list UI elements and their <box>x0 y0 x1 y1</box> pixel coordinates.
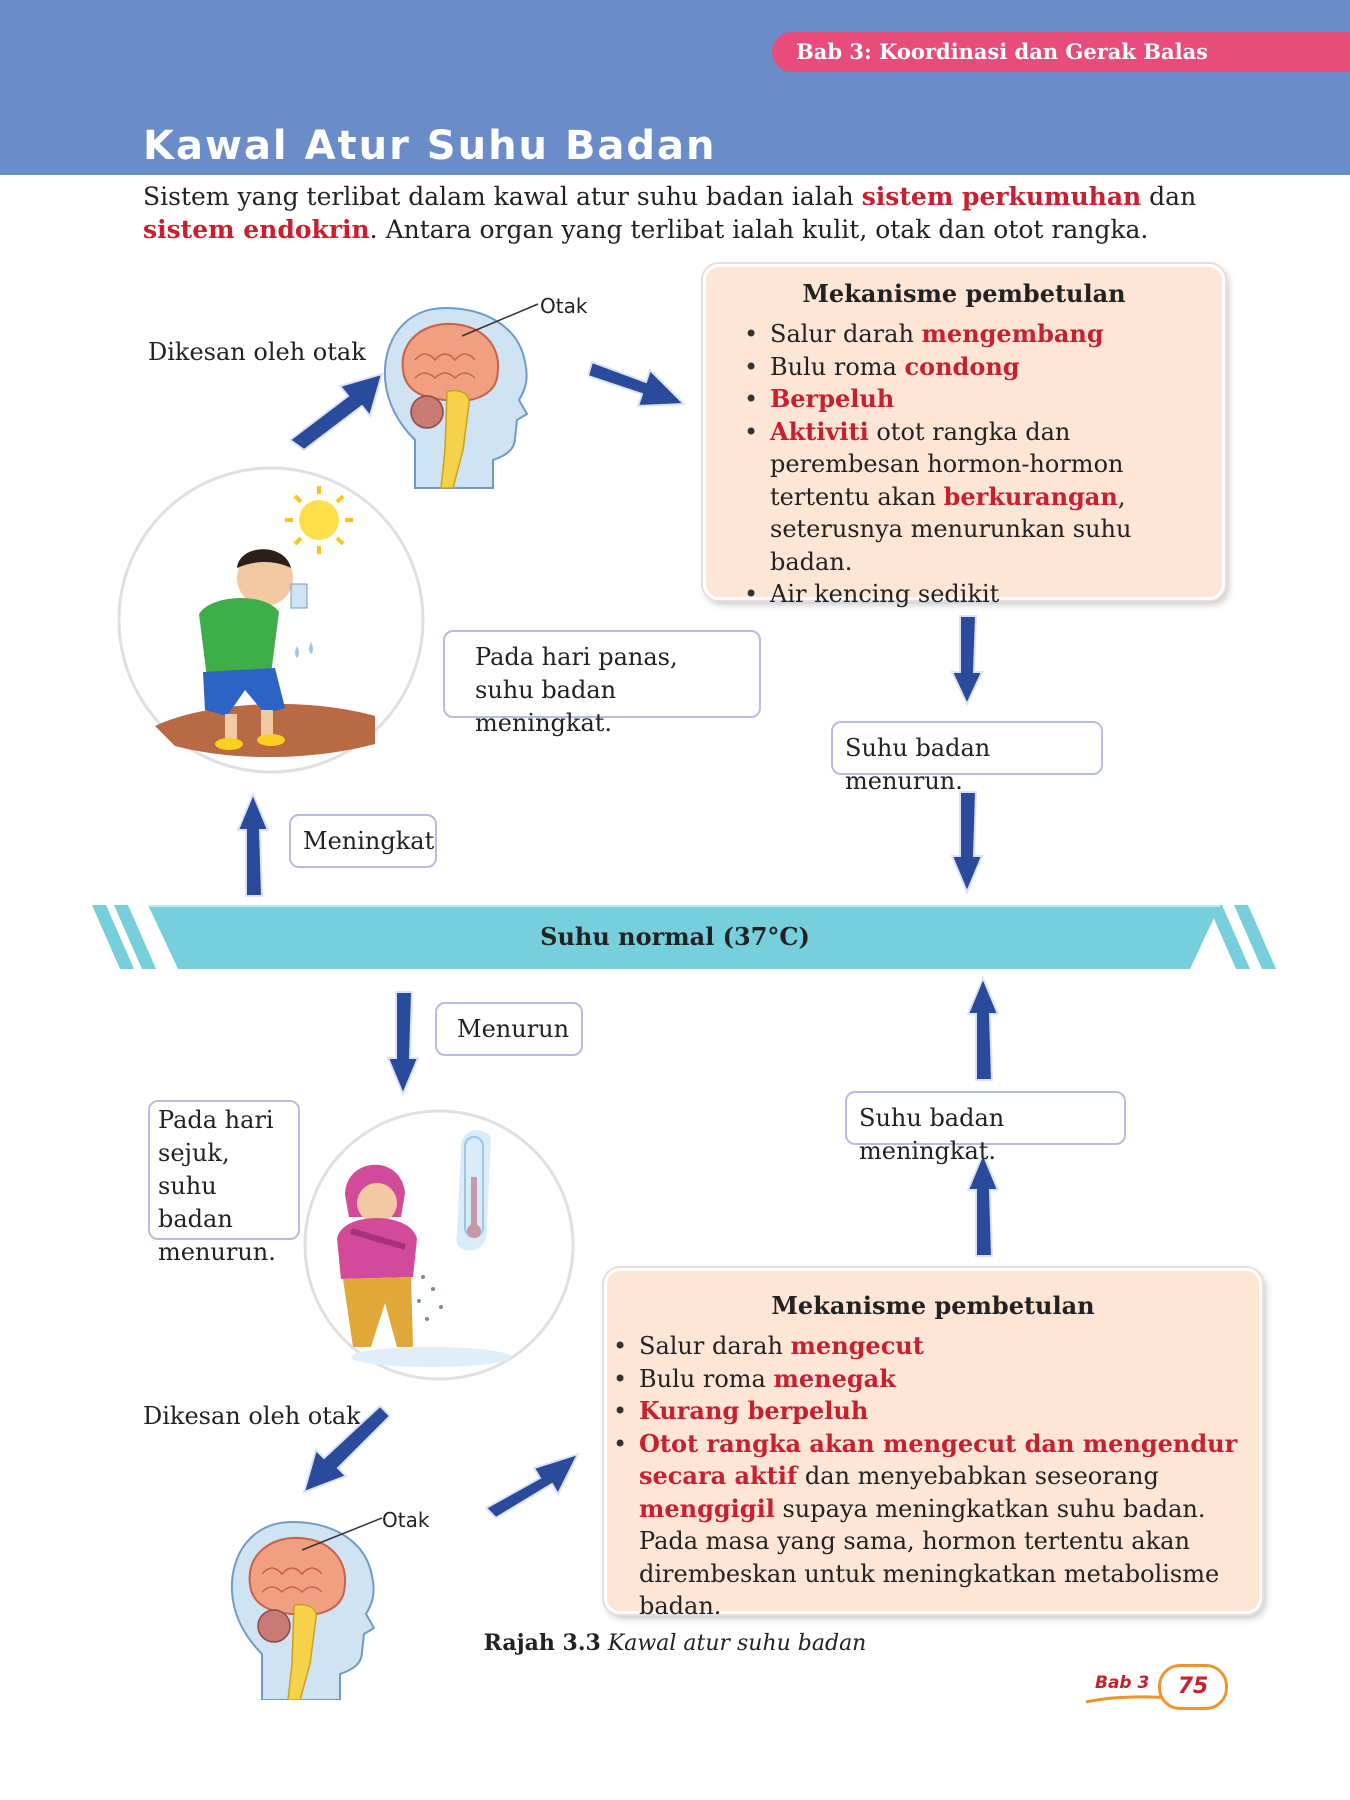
intro-text: dan <box>1141 182 1197 211</box>
correction-mechanism-box-top: Mekanisme pembetulan Salur darah mengemb… <box>703 264 1225 610</box>
item-highlight: mengecut <box>790 1331 924 1360</box>
brain-label-bottom: Otak <box>382 1508 430 1532</box>
mechanism-item: Aktiviti otot rangka dan perembesan horm… <box>744 416 1202 579</box>
chapter-tab: Bab 3: Koordinasi dan Gerak Balas <box>772 32 1350 72</box>
arrow-up-top-left <box>236 792 270 897</box>
item-text: otot rangka dan perembesan hormon-hormon… <box>770 417 1124 511</box>
arrow-down-top-right-2 <box>950 791 984 894</box>
intro-highlight: sistem perkumuhan <box>861 182 1142 211</box>
normal-temperature-band <box>92 905 1276 969</box>
mechanism-title-top: Mekanisme pembetulan <box>802 279 1126 308</box>
arrow-down-left-bottom <box>302 1404 390 1494</box>
cold-day-callout: Pada hari sejuk, suhu badan menurun. <box>148 1100 300 1266</box>
item-text: Salur darah <box>639 1332 791 1360</box>
item-text: supaya meningkatkan suhu badan. Pada mas… <box>639 1494 1220 1621</box>
mechanism-item: Otot rangka akan mengecut dan mengendur … <box>613 1428 1239 1623</box>
arrow-down-top-right-1 <box>950 615 984 706</box>
item-highlight: mengembang <box>921 319 1104 348</box>
intro-highlight: sistem endokrin <box>143 215 370 244</box>
caption-text: Kawal atur suhu badan <box>607 1631 867 1656</box>
normal-temperature-label: Suhu normal (37°C) <box>540 922 810 951</box>
brain-pointer-line-bottom <box>301 1517 383 1551</box>
mechanism-list-top: Salur darah mengembang Bulu roma condong… <box>706 318 1222 611</box>
brain-pointer-line-top <box>461 303 539 337</box>
item-highlight: Berpeluh <box>770 384 895 413</box>
brain-illustration-bottom <box>230 1520 376 1700</box>
item-highlight: menggigil <box>639 1493 775 1523</box>
mechanism-title-bottom: Mekanisme pembetulan <box>771 1291 1095 1320</box>
item-highlight: condong <box>904 351 1020 381</box>
item-highlight: Aktiviti <box>770 416 869 446</box>
item-highlight: berkurangan <box>943 481 1118 511</box>
correction-mechanism-box-bottom: Mekanisme pembetulan Salur darah mengecu… <box>604 1268 1262 1620</box>
intro-text: Sistem yang terlibat dalam kawal atur su… <box>143 182 862 211</box>
mechanism-item: Salur darah mengecut <box>613 1330 1239 1363</box>
temperature-increased-callout: Suhu badan meningkat. <box>845 1091 1126 1165</box>
brain-label-top: Otak <box>540 294 588 318</box>
item-text: Bulu roma <box>639 1364 774 1393</box>
figure-caption: Rajah 3.3 Kawal atur suhu badan <box>0 1630 1350 1656</box>
mechanism-item: Air kencing sedikit <box>744 578 1202 611</box>
mechanism-item: Berpeluh <box>744 383 1202 416</box>
cold-day-girl-illustration <box>303 1109 575 1381</box>
item-text: Salur darah <box>770 320 922 348</box>
item-text: Bulu roma <box>770 352 905 381</box>
increase-label-callout: Meningkat <box>289 814 437 868</box>
caption-label: Rajah 3.3 <box>483 1630 601 1656</box>
mechanism-item: Kurang berpeluh <box>613 1395 1239 1428</box>
detected-by-brain-label-bottom: Dikesan oleh otak <box>143 1402 361 1430</box>
item-text: dan menyebabkan seseorang <box>797 1462 1159 1490</box>
footer-chapter-label: Bab 3 <box>1095 1673 1150 1693</box>
brain-illustration-top <box>383 306 529 489</box>
mechanism-item: Salur darah mengembang <box>744 318 1202 351</box>
item-text: , seterusnya menurunkan suhu badan. <box>770 482 1132 576</box>
mechanism-item: Bulu roma menegak <box>613 1363 1239 1396</box>
temperature-decreased-callout: Suhu badan menurun. <box>831 721 1103 795</box>
arrow-down-bottom-left <box>386 991 420 1096</box>
page-title: Kawal Atur Suhu Badan <box>143 123 717 169</box>
arrow-right-top <box>588 360 687 408</box>
hot-day-boy-illustration <box>117 466 425 774</box>
item-highlight: menegak <box>773 1363 896 1393</box>
mechanism-list-bottom: Salur darah mengecut Bulu roma menegak K… <box>607 1330 1259 1623</box>
arrow-up-bottom-right-1 <box>966 1152 1000 1257</box>
intro-text: . Antara organ yang terlibat ialah kulit… <box>369 215 1149 244</box>
item-text: Air kencing sedikit <box>770 580 1000 608</box>
hot-day-callout: Pada hari panas, suhu badan meningkat. <box>443 630 761 737</box>
decrease-label-callout: Menurun <box>435 1002 583 1056</box>
item-highlight: Kurang berpeluh <box>639 1396 869 1425</box>
arrow-up-right-top-left <box>288 372 384 452</box>
arrow-up-bottom-right-2 <box>966 976 1000 1081</box>
mechanism-item: Bulu roma condong <box>744 351 1202 384</box>
page-header <box>0 0 1350 175</box>
page-number: 75 <box>1158 1664 1228 1710</box>
item-highlight: Otot rangka akan mengecut dan mengendur … <box>639 1428 1238 1491</box>
intro-paragraph: Sistem yang terlibat dalam kawal atur su… <box>143 180 1233 246</box>
arrow-up-right-bottom <box>484 1452 580 1520</box>
detected-by-brain-label-top: Dikesan oleh otak <box>148 338 366 366</box>
